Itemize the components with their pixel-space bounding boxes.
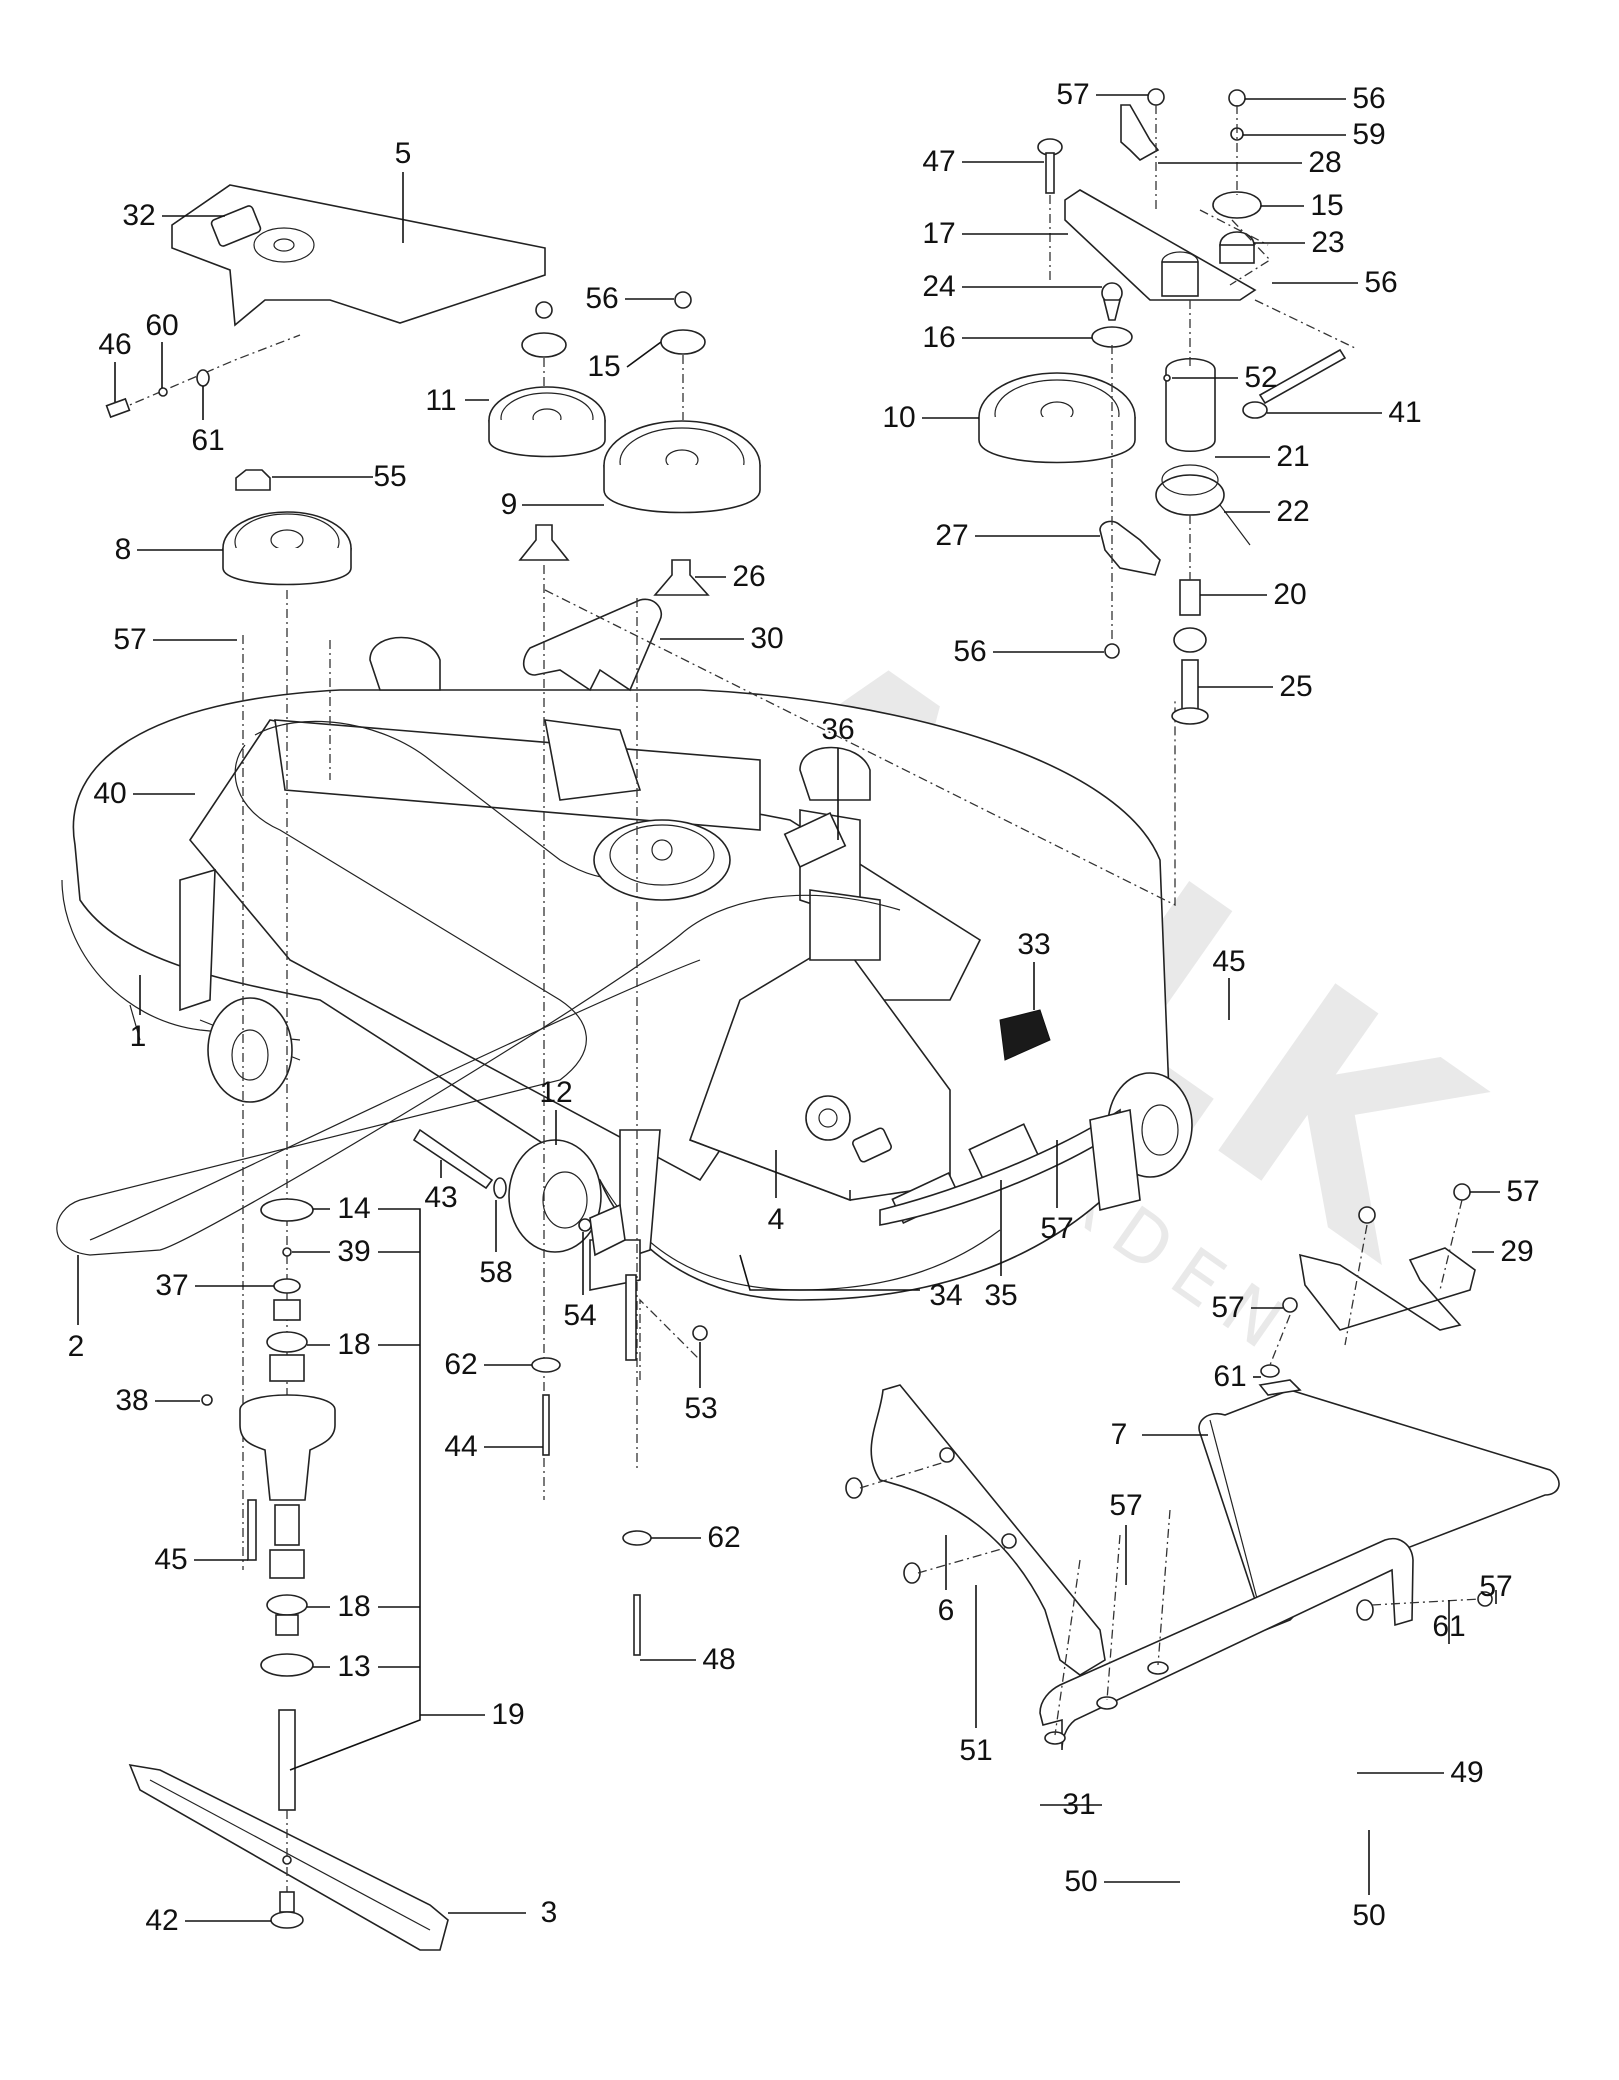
callout-46: 46: [98, 328, 131, 361]
callout-48: 48: [702, 1643, 735, 1676]
callout-32: 32: [122, 199, 155, 232]
callout-50: 50: [1064, 1865, 1097, 1898]
callout-27: 27: [935, 519, 968, 552]
callout-13: 13: [337, 1650, 370, 1683]
belt-cover: [171, 184, 546, 327]
callout-15: 15: [587, 350, 620, 383]
bracket-line-14: [289, 1208, 421, 1771]
callout-62: 62: [707, 1521, 740, 1554]
leader-lines: [77, 94, 1500, 1922]
callout-7: 7: [1111, 1418, 1128, 1451]
wheel-hardware: [412, 1128, 708, 1656]
deck-front-trim: [879, 1108, 1141, 1226]
discharge-deflector: [1198, 1183, 1560, 1632]
callout-31: 31: [1062, 1788, 1095, 1821]
callout-57: 57: [1056, 78, 1089, 111]
callout-23: 23: [1311, 226, 1344, 259]
callout-8: 8: [115, 533, 132, 566]
deck-brackets: [179, 719, 881, 1291]
callout-3: 3: [541, 1896, 558, 1929]
callout-37: 37: [155, 1269, 188, 1302]
callout-61: 61: [1432, 1610, 1465, 1643]
callout-16: 16: [922, 321, 955, 354]
callout-29: 29: [1500, 1235, 1533, 1268]
callout-56: 56: [1352, 82, 1385, 115]
callout-18: 18: [337, 1328, 370, 1361]
callout-56: 56: [1364, 266, 1397, 299]
callout-14: 14: [337, 1192, 370, 1225]
callout-2: 2: [68, 1330, 85, 1363]
callout-50: 50: [1352, 1899, 1385, 1932]
callout-41: 41: [1388, 396, 1421, 429]
callout-11: 11: [425, 384, 456, 417]
idler-pulleys-left: [488, 291, 761, 596]
anti-scalp-wheels: [207, 636, 1193, 1253]
callout-57: 57: [1479, 1570, 1512, 1603]
callout-15: 15: [1310, 189, 1343, 222]
callout-22: 22: [1276, 495, 1309, 528]
blade-assembly: [128, 1763, 449, 1951]
callout-26: 26: [732, 560, 765, 593]
callout-55: 55: [373, 460, 406, 493]
callout-45: 45: [1212, 945, 1245, 978]
leader-line-15: [626, 341, 662, 368]
callout-21: 21: [1276, 440, 1309, 473]
callout-59: 59: [1352, 118, 1385, 151]
center-spindle-pulley: [593, 819, 731, 901]
callout-54: 54: [563, 1299, 596, 1332]
callout-56: 56: [585, 282, 618, 315]
callout-57: 57: [1040, 1212, 1073, 1245]
callout-58: 58: [479, 1256, 512, 1289]
callout-56: 56: [953, 635, 986, 668]
leader-line-34: [739, 1254, 920, 1291]
callout-19: 19: [491, 1698, 524, 1731]
callout-4: 4: [768, 1203, 785, 1236]
callout-57: 57: [1109, 1489, 1142, 1522]
callout-42: 42: [145, 1904, 178, 1937]
callout-60: 60: [145, 309, 178, 342]
callout-61: 61: [1213, 1360, 1246, 1393]
callout-labels: 5324660611156159855263057403613345124358…: [68, 78, 1540, 1937]
callout-52: 52: [1244, 361, 1277, 394]
callout-43: 43: [424, 1181, 457, 1214]
callout-1: 1: [130, 1020, 147, 1053]
callout-47: 47: [922, 145, 955, 178]
drive-pulley-assembly: [222, 469, 352, 586]
callout-62: 62: [444, 1348, 477, 1381]
deflector-bar-31: [1039, 1509, 1493, 1751]
callout-18: 18: [337, 1590, 370, 1623]
cover-hardware: [105, 334, 301, 419]
callout-39: 39: [337, 1235, 370, 1268]
callout-5: 5: [395, 137, 412, 170]
callout-24: 24: [922, 270, 955, 303]
callout-20: 20: [1273, 578, 1306, 611]
callout-40: 40: [93, 777, 126, 810]
callout-57: 57: [1506, 1175, 1539, 1208]
callout-61: 61: [191, 424, 224, 457]
callout-35: 35: [984, 1279, 1017, 1312]
callout-17: 17: [922, 217, 955, 250]
callout-12: 12: [539, 1076, 572, 1109]
spindle-assembly: [201, 1198, 336, 1811]
callout-36: 36: [821, 713, 854, 746]
callout-6: 6: [938, 1594, 955, 1627]
callout-28: 28: [1308, 146, 1341, 179]
callout-38: 38: [115, 1384, 148, 1417]
callout-25: 25: [1279, 670, 1312, 703]
callout-44: 44: [444, 1430, 477, 1463]
callout-57: 57: [113, 623, 146, 656]
callout-49: 49: [1450, 1756, 1483, 1789]
callout-53: 53: [684, 1392, 717, 1425]
idler-arm-assembly: [978, 88, 1356, 725]
callout-51: 51: [959, 1734, 992, 1767]
callout-34: 34: [929, 1279, 962, 1312]
idler-bracket: [522, 598, 662, 692]
callout-57: 57: [1211, 1291, 1244, 1324]
callout-10: 10: [882, 401, 915, 434]
callout-45: 45: [154, 1543, 187, 1576]
callout-33: 33: [1017, 928, 1050, 961]
callout-30: 30: [750, 622, 783, 655]
callout-9: 9: [501, 488, 518, 521]
deflector-bracket-6: [845, 1384, 1106, 1676]
